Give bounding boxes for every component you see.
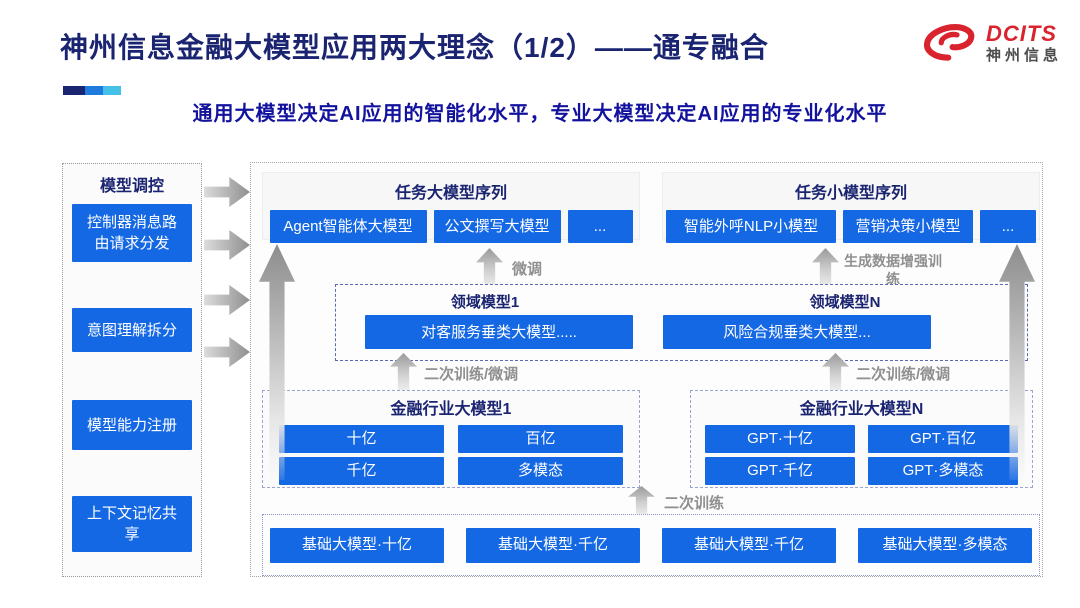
task-small-title: 任务小模型序列 xyxy=(794,185,907,202)
domain-model-n-title: 领域模型N xyxy=(809,294,881,311)
base-model-chip-100b-2: 基础大模型·千亿 xyxy=(662,527,836,563)
flow-right-arrow-icon xyxy=(204,285,250,315)
gpt-chip-100b: GPT·千亿 xyxy=(705,457,855,485)
base-model-chip-1b: 基础大模型·十亿 xyxy=(270,527,444,563)
fine-tune-label: 微调 xyxy=(512,261,543,278)
task-large-models-panel: 任务大模型序列 Agent智能体大模型 公文撰写大模型 ... xyxy=(262,172,640,243)
task-large-title: 任务大模型序列 xyxy=(394,185,507,202)
title-accent-bar xyxy=(63,86,121,95)
base-model-chip-multimodal: 基础大模型·多模态 xyxy=(858,527,1032,563)
industry-model-n-title: 金融行业大模型N xyxy=(799,401,924,418)
scale-chip-100b: 千亿 xyxy=(279,457,444,485)
model-chip-more: ... xyxy=(567,210,633,243)
model-chip-doc-writing: 公文撰写大模型 xyxy=(433,210,561,243)
gpt-chip-1b: GPT·十亿 xyxy=(705,425,855,453)
flow-right-arrow-icon xyxy=(204,337,250,367)
gpt-chip-multimodal: GPT·多模态 xyxy=(868,457,1018,485)
gpt-chip-10b: GPT·百亿 xyxy=(868,425,1018,453)
gen-aug-label: 生成数据增强训练 xyxy=(844,253,942,288)
model-chip-agent: Agent智能体大模型 xyxy=(269,210,427,243)
base-models-panel: 基础大模型·十亿 基础大模型·千亿 基础大模型·千亿 基础大模型·多模态 xyxy=(262,514,1040,576)
model-control-panel: 模型调控 控制器消息路由请求分发 意图理解拆分 模型能力注册 上下文记忆共享 xyxy=(62,163,202,577)
sidebar-item-router: 控制器消息路由请求分发 xyxy=(72,204,192,262)
scale-chip-multimodal: 多模态 xyxy=(458,457,623,485)
domain-model-n-chip: 风险合规垂类大模型... xyxy=(663,315,931,349)
model-chip-outbound-nlp: 智能外呼NLP小模型 xyxy=(666,210,836,243)
industry-model-1-title: 金融行业大模型1 xyxy=(390,401,512,418)
logo-text-cn: 神州信息 xyxy=(985,47,1062,65)
scale-chip-10b: 百亿 xyxy=(458,425,623,453)
model-chip-more: ... xyxy=(980,210,1036,243)
domain-model-1-chip: 对客服务垂类大模型..... xyxy=(365,315,633,349)
retrain-ft-right-label: 二次训练/微调 xyxy=(856,366,951,383)
model-control-title: 模型调控 xyxy=(99,178,164,195)
scale-chip-1b: 十亿 xyxy=(279,425,444,453)
model-chip-marketing: 营销决策小模型 xyxy=(843,210,973,243)
page-title: 神州信息金融大模型应用两大理念（1/2）——通专融合 xyxy=(60,32,769,63)
dcits-logo: DCITS 神州信息 xyxy=(922,18,1062,69)
sidebar-item-context: 上下文记忆共享 xyxy=(72,496,192,552)
flow-right-arrow-icon xyxy=(204,177,250,207)
base-model-chip-100b: 基础大模型·千亿 xyxy=(466,527,640,563)
page-subtitle: 通用大模型决定AI应用的智能化水平，专业大模型决定AI应用的专业化水平 xyxy=(192,103,888,125)
domain-model-1-title: 领域模型1 xyxy=(450,294,520,311)
logo-text-en: DCITS xyxy=(985,21,1057,47)
retrain-ft-left-label: 二次训练/微调 xyxy=(424,366,519,383)
industry-model-n-panel: 金融行业大模型N GPT·十亿 GPT·百亿 GPT·千亿 GPT·多模态 xyxy=(690,390,1033,488)
retrain-label: 二次训练 xyxy=(664,495,725,512)
task-small-models-panel: 任务小模型序列 智能外呼NLP小模型 营销决策小模型 ... xyxy=(662,172,1040,243)
flow-right-arrow-icon xyxy=(204,230,250,260)
sidebar-item-register: 模型能力注册 xyxy=(72,400,192,450)
industry-model-1-panel: 金融行业大模型1 十亿 百亿 千亿 多模态 xyxy=(262,390,640,488)
sidebar-item-intent: 意图理解拆分 xyxy=(72,308,192,352)
dcits-swirl-icon xyxy=(922,18,978,69)
